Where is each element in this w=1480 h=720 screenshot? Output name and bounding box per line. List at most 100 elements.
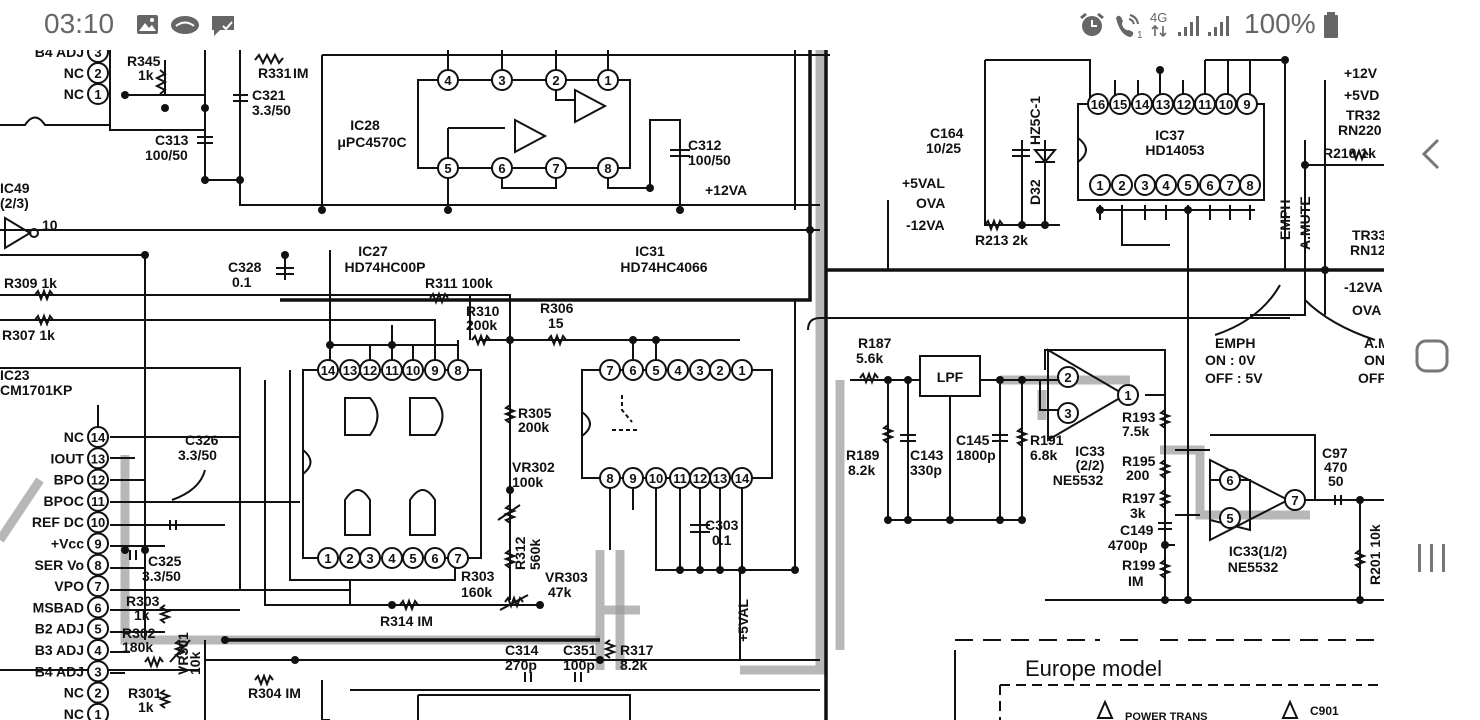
ic31-pin: [645, 467, 667, 489]
svg-text:C314: C314: [505, 642, 539, 658]
svg-text:10k: 10k: [187, 651, 203, 675]
europe-model-box: Europe model POWER TRANS C901: [1025, 656, 1339, 720]
svg-text:10: 10: [42, 217, 58, 233]
ic28-pin: [597, 69, 619, 91]
svg-text:C351: C351: [563, 642, 597, 658]
svg-text:4: 4: [444, 73, 452, 88]
image-icon: [137, 15, 158, 34]
ic23-pin-label: NC: [64, 685, 84, 701]
ic28-pin: [491, 69, 513, 91]
svg-text:C325: C325: [148, 553, 182, 569]
recents-button[interactable]: [1408, 534, 1456, 582]
ic23-pin-label: B2 ADJ: [35, 621, 84, 637]
svg-text:+5VD: +5VD: [1344, 87, 1379, 103]
ic23-pin: [87, 426, 109, 448]
ic37-pin: [1111, 174, 1133, 196]
ic31-pin: [667, 359, 689, 381]
svg-text:200: 200: [1126, 467, 1150, 483]
svg-text:8.2k: 8.2k: [848, 462, 875, 478]
ic23-pin-number: 3: [94, 664, 101, 679]
svg-text:1k: 1k: [138, 67, 154, 83]
svg-text:100p: 100p: [563, 657, 595, 673]
svg-text:C149: C149: [1120, 522, 1154, 538]
ic27-pin: [317, 359, 339, 381]
ic33-opamp-b: 6 5 7 IC33(1/2) NE5532: [1209, 458, 1306, 575]
component-labels: R345 1k R331 IM C321 3.3/50 C313 100/50 …: [2, 53, 1384, 715]
svg-text:50: 50: [1328, 473, 1344, 489]
top-left-pin: [87, 83, 109, 105]
svg-text:C321: C321: [252, 87, 286, 103]
annotation-arrows: [171, 284, 1376, 501]
back-button[interactable]: [1408, 130, 1456, 178]
status-time: 03:10: [44, 8, 115, 39]
svg-text:NE5532: NE5532: [1228, 559, 1279, 575]
svg-text:+12V: +12V: [1344, 65, 1378, 81]
svg-text:R314 IM: R314 IM: [380, 613, 433, 629]
svg-text:2: 2: [346, 551, 353, 566]
svg-text:5: 5: [444, 161, 451, 176]
wifi-call-icon: 1: [1116, 14, 1143, 40]
svg-text:6: 6: [1206, 178, 1213, 193]
home-button[interactable]: [1408, 332, 1456, 380]
svg-text:1k: 1k: [134, 607, 150, 623]
svg-text:15: 15: [548, 315, 564, 331]
svg-text:C145: C145: [956, 432, 990, 448]
ic23-pin: [87, 639, 109, 661]
svg-text:8: 8: [454, 363, 461, 378]
svg-text:R312: R312: [512, 536, 528, 570]
ic31-pin: [731, 467, 753, 489]
signal-icon: [1178, 16, 1199, 36]
svg-text:8.2k: 8.2k: [620, 657, 647, 673]
svg-text:C164: C164: [930, 125, 964, 141]
ic33b-pin: [1284, 489, 1306, 511]
svg-text:R317: R317: [620, 642, 654, 658]
ic23-pin: [87, 511, 109, 534]
svg-text:POWER TRANS: POWER TRANS: [1125, 711, 1208, 720]
ic23-pin-number: 10: [91, 515, 105, 530]
svg-text:3.3/50: 3.3/50: [178, 447, 217, 463]
ic37-pin: [1109, 93, 1131, 115]
ic23-pin-label: REF DC: [32, 514, 84, 530]
svg-text:R199: R199: [1122, 557, 1156, 573]
svg-text:7: 7: [1291, 493, 1298, 508]
svg-text:2: 2: [1118, 178, 1125, 193]
svg-text:R301: R301: [128, 685, 162, 701]
status-bar: 03:10 1 4G 100%: [0, 0, 1384, 50]
ic27-pin: [402, 547, 424, 569]
ic23-pin-number: 11: [91, 494, 105, 509]
ic23-pin-label: IOUT: [51, 450, 85, 466]
ic31-pin: [709, 359, 731, 381]
svg-text:13: 13: [1156, 97, 1170, 112]
svg-text:47k: 47k: [548, 584, 572, 600]
ic37-pin: [1236, 93, 1258, 115]
svg-text:R303: R303: [126, 593, 160, 609]
chat-icon: [212, 16, 234, 36]
ic28-pin: [545, 69, 567, 91]
svg-text:10: 10: [1219, 97, 1233, 112]
svg-text:0.1: 0.1: [232, 274, 252, 290]
home-square-icon: [1415, 339, 1449, 373]
ic23-pin: [87, 596, 109, 619]
data-arrows-icon: [1151, 24, 1167, 38]
ic23-pin: [87, 702, 109, 720]
svg-text:HZ5C-1: HZ5C-1: [1027, 96, 1043, 145]
svg-text:R210 1k: R210 1k: [1323, 145, 1376, 161]
ic23-pin-label: BPO: [54, 472, 84, 488]
svg-text:R304 IM: R304 IM: [248, 685, 301, 701]
svg-text:+12VA: +12VA: [705, 182, 747, 198]
svg-text:A.MUTE: A.MUTE: [1297, 196, 1313, 250]
svg-text:IC28: IC28: [350, 117, 380, 133]
top-left-pin-number: 1: [94, 87, 101, 102]
svg-text:7: 7: [606, 363, 613, 378]
svg-text:9: 9: [1243, 97, 1250, 112]
ic27-pin: [424, 547, 446, 569]
svg-text:-12VA: -12VA: [906, 217, 945, 233]
svg-text:R331: R331: [258, 65, 292, 81]
ic37-pin: [1089, 174, 1111, 196]
svg-text:R345: R345: [127, 53, 161, 69]
svg-text:RN12: RN12: [1350, 242, 1384, 258]
ic23-pin-number: 6: [94, 600, 101, 615]
svg-text:IC37: IC37: [1155, 127, 1185, 143]
ic23-pin: [87, 660, 109, 683]
svg-text:3.3/50: 3.3/50: [252, 102, 291, 118]
